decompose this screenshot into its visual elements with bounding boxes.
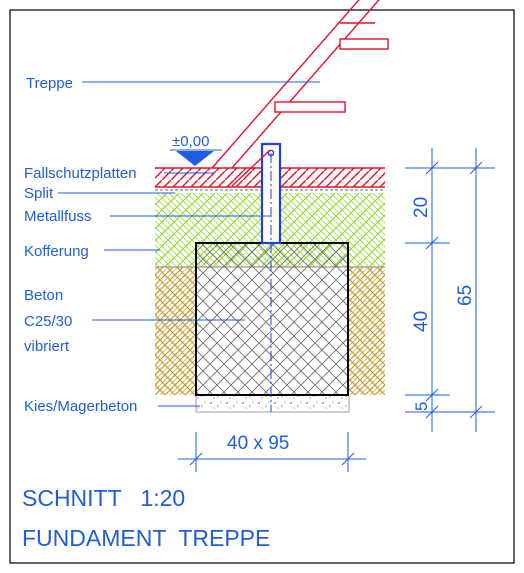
kies-layer: [195, 394, 350, 413]
dim-40: 40: [411, 311, 432, 332]
metal-foot: [260, 142, 282, 412]
title-line-1: SCHNITT 1:20: [22, 485, 185, 511]
dim-width: 40 x 95: [227, 433, 289, 454]
vertical-dimension-labels: 20 40 5 65: [411, 197, 476, 411]
level-label: ±0,00: [172, 133, 209, 150]
level-marker: ±0,00: [170, 133, 222, 166]
label-metallfuss: Metallfuss: [24, 208, 92, 225]
dim-65: 65: [455, 285, 476, 306]
label-split: Split: [24, 185, 54, 202]
label-treppe: Treppe: [26, 75, 73, 92]
leader-lines: [58, 81, 320, 407]
label-kies-magerbeton: Kies/Magerbeton: [24, 398, 137, 415]
soil-right: [348, 267, 385, 395]
horizontal-dimension: [178, 432, 366, 472]
concrete-foundation: [195, 242, 349, 396]
stair-stringer: [211, 0, 389, 187]
vertical-dimensions: [405, 148, 495, 432]
label-beton-class: C25/30: [24, 313, 72, 330]
label-vibriert: vibriert: [24, 338, 70, 355]
layer-labels: Treppe Fallschutzplatten Split Metallfus…: [24, 75, 137, 415]
level-triangle: [176, 151, 214, 166]
label-fallschutzplatten: Fallschutzplatten: [24, 165, 137, 182]
drawing-title: SCHNITT 1:20 FUNDAMENT TREPPE: [22, 485, 270, 551]
label-kofferung: Kofferung: [24, 243, 89, 260]
dim-20: 20: [411, 197, 432, 218]
dim-5: 5: [412, 402, 431, 411]
title-line-2: FUNDAMENT TREPPE: [22, 525, 270, 551]
drawing-frame: [9, 9, 515, 564]
soil-left: [155, 267, 197, 395]
label-beton: Beton: [24, 287, 63, 304]
